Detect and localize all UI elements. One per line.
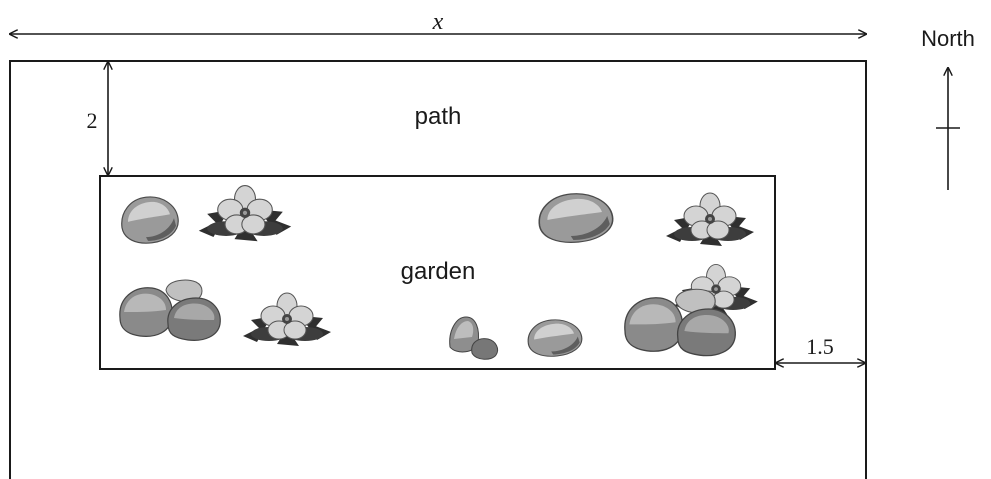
north-label: North [921,26,975,51]
rock-icon [121,196,179,244]
top-gap-label: 2 [87,108,98,133]
rock-icon [538,192,614,244]
width-variable-label: x [432,9,444,35]
path-label: path [415,103,462,130]
garden-label: garden [401,258,476,285]
right-gap-label: 1.5 [806,334,834,359]
outer-boundary [9,60,867,479]
rock-icon [527,319,583,357]
